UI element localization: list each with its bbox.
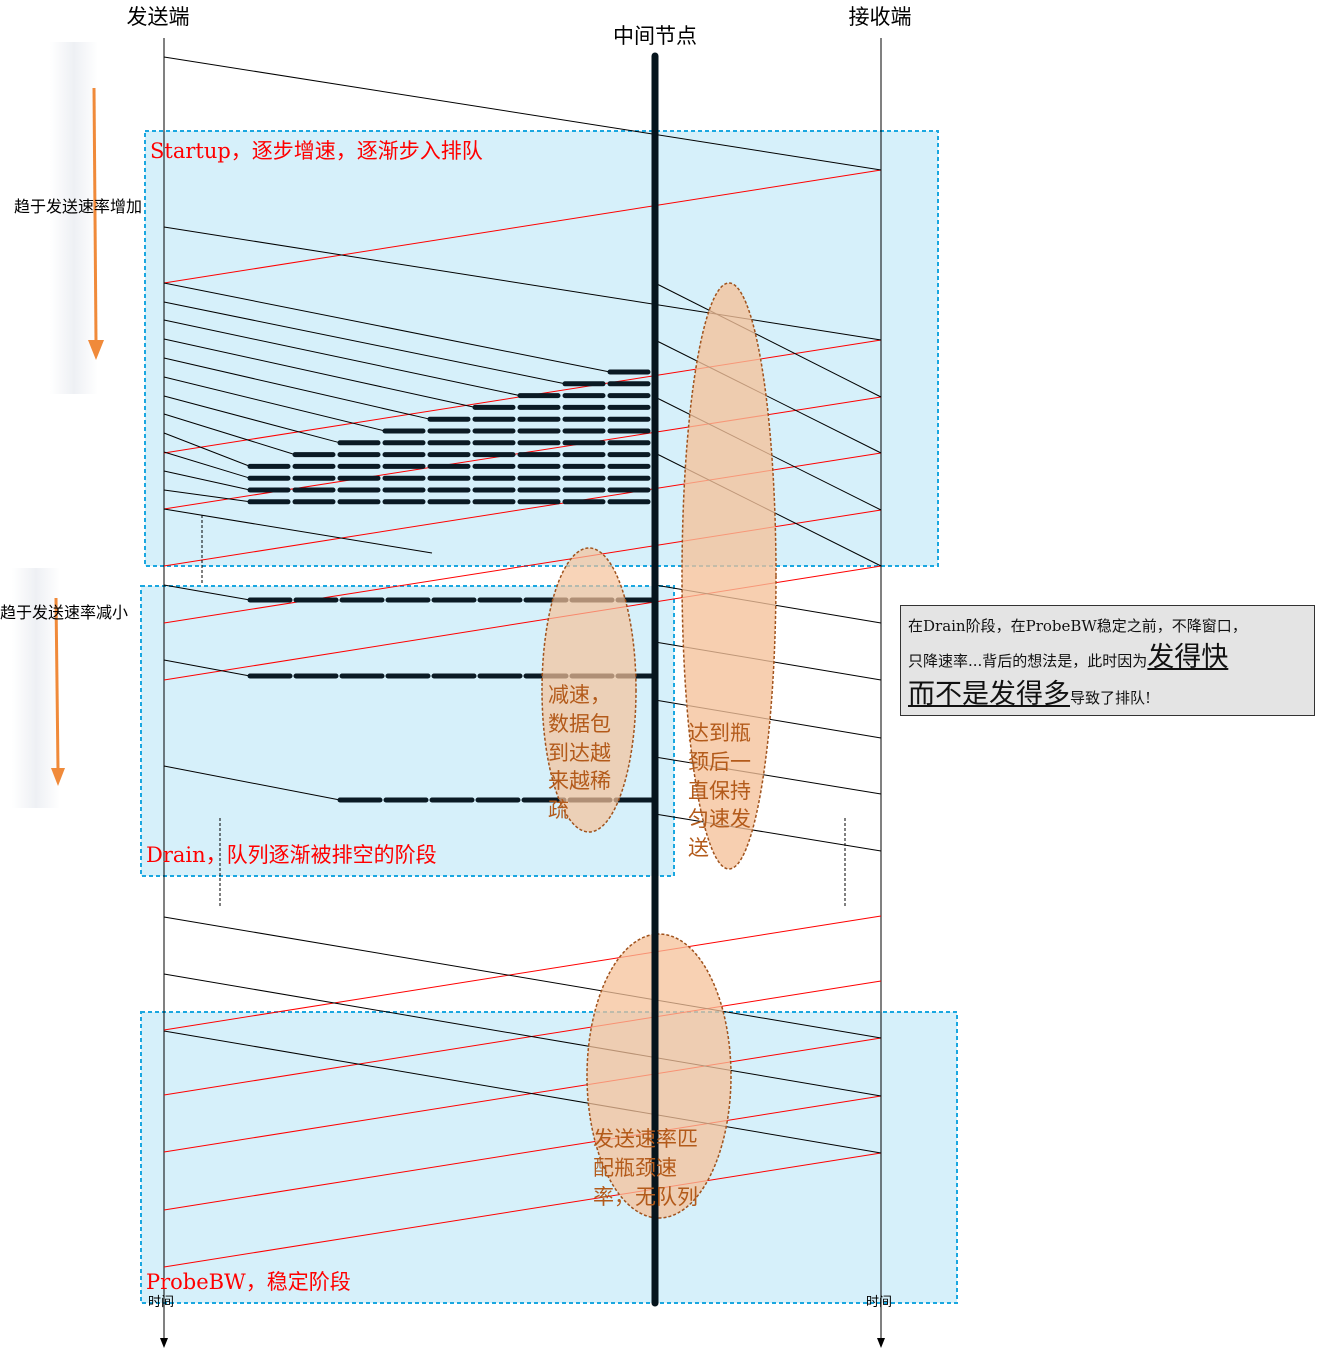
data-packet-line — [163, 489, 251, 503]
slowdown-ellipse-text: 减速， 数据包 到达越 来越稀 疏 — [548, 683, 611, 822]
middle-node-header: 中间节点 — [613, 24, 697, 48]
ellipse-text-line: 率，无队列 — [593, 1185, 698, 1209]
note-line-2: 只降速率...背后的想法是，此时因为发得快 — [908, 642, 1307, 677]
ellipse-text-line: 减速， — [548, 683, 611, 707]
slowdown-ellipse — [541, 547, 637, 833]
rate-match-ellipse — [586, 933, 732, 1219]
data-packet-line — [163, 765, 341, 801]
data-packet-line — [163, 659, 251, 677]
data-packet-line — [163, 413, 296, 456]
decrease-side-label: 趋于发送速率减小 — [0, 603, 128, 622]
ellipse-text-line: 到达越 — [548, 741, 611, 765]
note-line-2-prefix: 只降速率...背后的想法是，此时因为 — [908, 652, 1148, 670]
increase-fade-strip — [50, 42, 98, 394]
data-packet-line — [163, 584, 251, 601]
startup-phase-label: Startup，逐步增速，逐渐步入排队 — [150, 139, 483, 163]
probebw-phase-label: ProbeBW，稳定阶段 — [146, 1270, 351, 1294]
ellipse-text-line: 数据包 — [548, 712, 611, 736]
bottleneck-ellipse-text: 达到瓶 颈后一 直保持 匀速发 送 — [688, 721, 751, 860]
drain-explanation-note: 在Drain阶段，在ProbeBW稳定之前，不降窗口， 只降速率...背后的想法… — [900, 605, 1315, 716]
ellipse-text-line: 颈后一 — [688, 750, 751, 774]
startup-phase-box — [144, 130, 939, 567]
data-packet-line — [163, 357, 431, 420]
data-packet-line — [163, 56, 882, 171]
data-packet-line — [654, 756, 882, 795]
ellipse-text-line: 送 — [688, 836, 709, 860]
data-packet-line — [163, 338, 476, 408]
receiver-time-label: 时间 — [866, 1295, 892, 1310]
drain-phase-label: Drain，队列逐渐被排空的阶段 — [146, 843, 437, 867]
decrease-arrow-icon — [51, 597, 65, 786]
note-line-3: 而不是发得多导致了排队! — [908, 677, 1307, 716]
data-packet-line — [163, 451, 251, 479]
data-packet-line — [163, 319, 521, 397]
increase-side-label: 趋于发送速率增加 — [14, 197, 142, 216]
ellipse-text-line: 来越稀 — [548, 769, 611, 793]
receiver-timeline — [877, 38, 885, 1348]
data-packet-line — [163, 916, 882, 1039]
ack-line — [163, 1095, 882, 1211]
data-packet-line — [163, 282, 611, 373]
ack-line — [163, 1037, 882, 1153]
ellipse-text-line: 发送速率匹 — [593, 1127, 698, 1151]
rate-match-ellipse-text: 发送速率匹 配瓶颈速 率，无队列 — [593, 1127, 698, 1209]
data-packet-line — [163, 301, 566, 385]
sender-time-label: 时间 — [148, 1295, 174, 1310]
data-packet-line — [163, 432, 251, 467]
ellipse-text-line: 配瓶颈速 — [593, 1156, 677, 1180]
note-emphasis-fast: 发得快 — [1147, 642, 1229, 673]
data-packet-line — [163, 508, 433, 554]
receiver-header: 接收端 — [849, 5, 912, 29]
ack-line — [163, 169, 882, 284]
ellipse-text-line: 达到瓶 — [688, 721, 751, 745]
probebw-phase-box — [140, 1011, 958, 1304]
note-line-1: 在Drain阶段，在ProbeBW稳定之前，不降窗口， — [908, 617, 1247, 635]
note-line-3-suffix: 导致了排队! — [1070, 689, 1152, 707]
ellipse-text-line: 直保持 — [688, 779, 751, 803]
data-packet-line — [654, 282, 882, 398]
increase-arrow-icon — [88, 87, 104, 360]
sender-header: 发送端 — [127, 5, 190, 29]
data-packet-line — [654, 339, 882, 454]
sender-timeline — [160, 38, 168, 1348]
data-packet-line — [654, 813, 882, 852]
data-packet-line — [163, 376, 386, 432]
ack-line — [163, 915, 882, 1031]
ellipse-text-line: 疏 — [548, 798, 569, 822]
data-packet-line — [163, 395, 341, 444]
data-packet-line — [163, 1030, 882, 1154]
note-emphasis-more: 而不是发得多 — [908, 679, 1070, 710]
bottleneck-ellipse — [681, 282, 777, 870]
data-packet-line — [163, 226, 882, 341]
ack-line — [163, 980, 882, 1096]
ack-line — [163, 1152, 882, 1268]
data-packet-line — [163, 973, 882, 1097]
data-packet-line — [163, 470, 251, 491]
ellipse-text-line: 匀速发 — [688, 807, 751, 831]
